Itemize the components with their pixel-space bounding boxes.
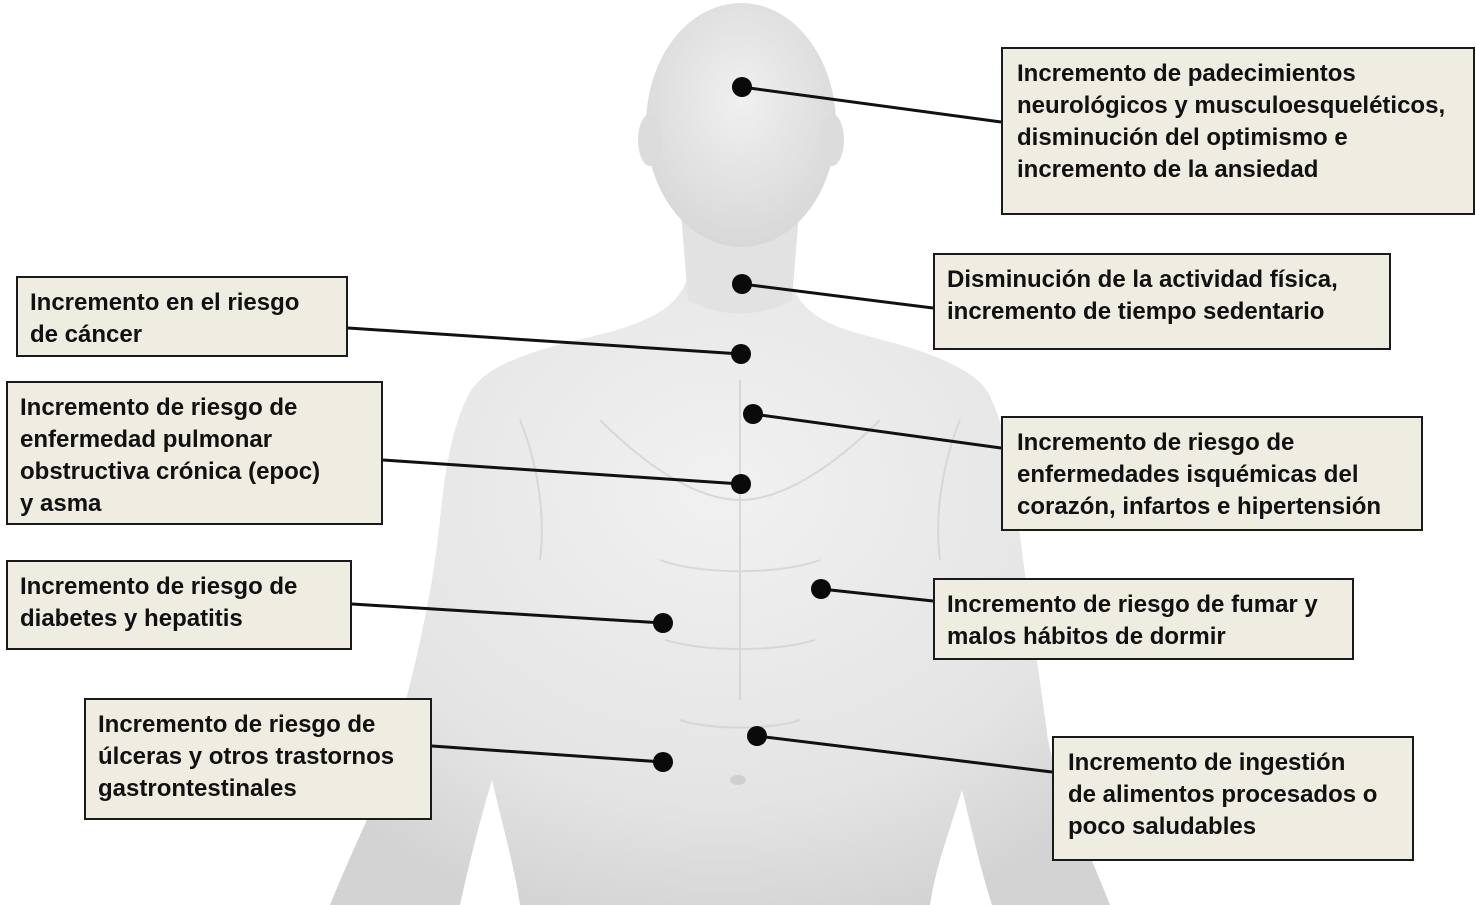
callout-diabetes: Incremento de riesgo de diabetes y hepat… xyxy=(6,560,352,650)
ear-left-shape xyxy=(638,114,662,166)
ear-right-shape xyxy=(820,114,844,166)
callout-physical-activity: Disminución de la actividad física, incr… xyxy=(933,253,1391,350)
navel-shape xyxy=(730,775,746,785)
callout-food: Incremento de ingestión de alimentos pro… xyxy=(1052,736,1414,861)
callout-cancer: Incremento en el riesgo de cáncer xyxy=(16,276,348,357)
callout-ulcers: Incremento de riesgo de úlceras y otros … xyxy=(84,698,432,820)
head-shape xyxy=(646,3,836,247)
callout-cardio: Incremento de riesgo de enfermedades isq… xyxy=(1001,416,1423,531)
callout-smoking: Incremento de riesgo de fumar y malos há… xyxy=(933,578,1354,660)
callout-neuro: Incremento de padecimientos neurológicos… xyxy=(1001,47,1475,215)
callout-epoc: Incremento de riesgo de enfermedad pulmo… xyxy=(6,381,383,525)
